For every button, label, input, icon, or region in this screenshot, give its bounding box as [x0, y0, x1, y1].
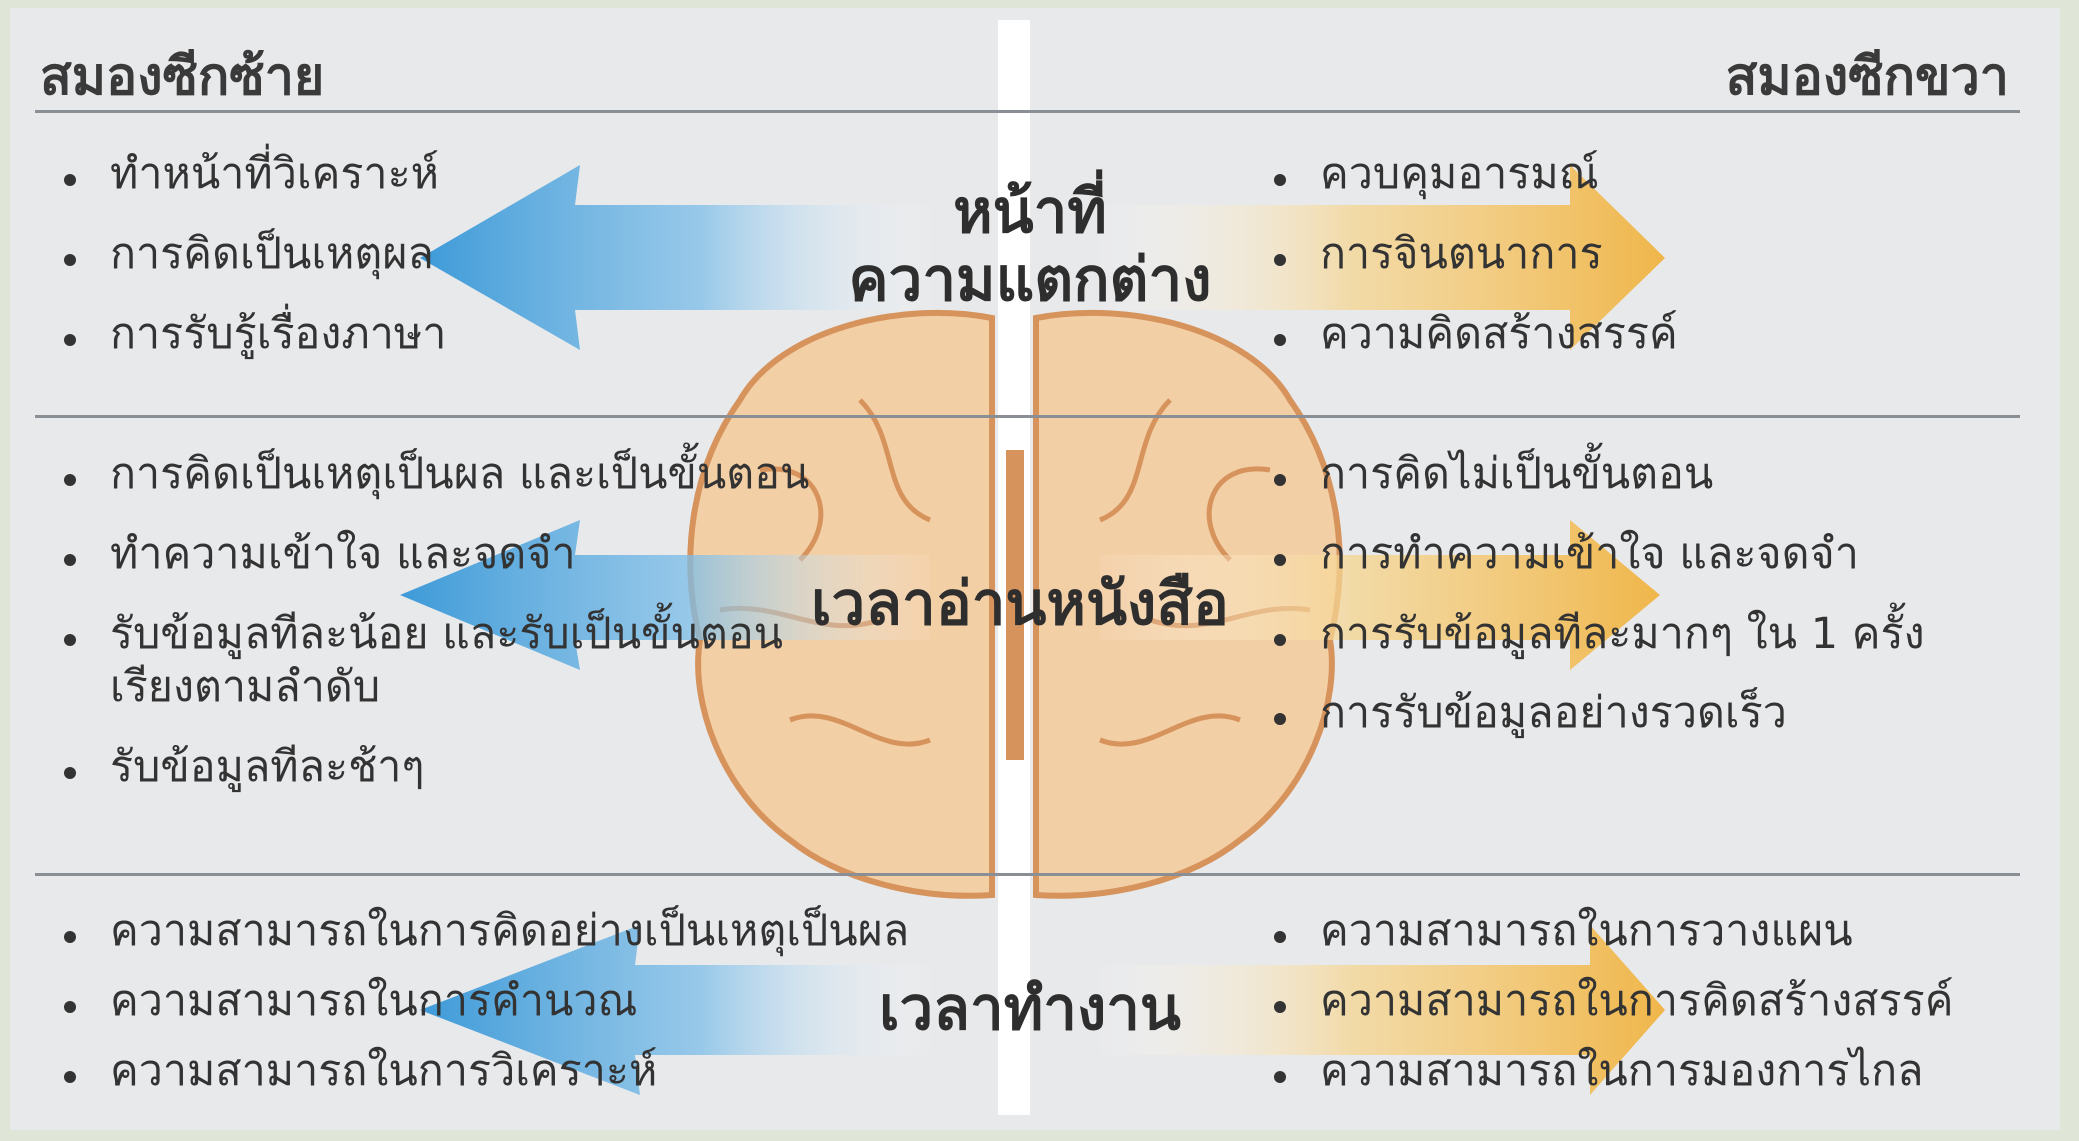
section-divider-2 [35, 873, 2020, 876]
left-hemisphere-title: สมองซีกซ้าย [40, 47, 325, 107]
list-item: ความสามารถในการมองการไกล [1272, 1045, 2032, 1099]
right-hemisphere-title: สมองซีกขวา [1725, 47, 2009, 107]
center-divider-mark [1006, 450, 1024, 760]
list-item: การทำความเข้าใจ และจดจำ [1272, 528, 2032, 582]
right-list-reading: การคิดไม่เป็นขั้นตอน การทำความเข้าใจ และ… [1272, 448, 2032, 767]
right-arrow-working [1100, 925, 1665, 1095]
list-item: รับข้อมูลทีละน้อย และรับเป็นขั้นตอน เรีย… [62, 608, 870, 716]
list-item: ความสามารถในการคิดอย่างเป็นเหตุเป็นผล [62, 905, 1002, 959]
list-item: ทำความเข้าใจ และจดจำ [62, 528, 942, 582]
left-list-working: ความสามารถในการคิดอย่างเป็นเหตุเป็นผล คว… [62, 905, 1002, 1098]
list-item: ทำหน้าที่วิเคราะห์ [62, 148, 962, 202]
list-item: การคิดไม่เป็นขั้นตอน [1272, 448, 2032, 502]
list-item: การรับรู้เรื่องภาษา [62, 308, 962, 362]
section-label-functions: หน้าที่ ความแตกต่าง [820, 178, 1240, 314]
arrows [400, 165, 1665, 1095]
list-item: ความสามารถในการคิดสร้างสรรค์ [1272, 975, 2032, 1029]
list-item: การรับข้อมูลทีละมากๆ ใน 1 ครั้ง [1272, 608, 2032, 662]
section-divider-1 [35, 415, 2020, 418]
left-arrow-reading [400, 520, 930, 670]
right-arrow-reading [1100, 520, 1660, 670]
header-divider [35, 110, 2020, 113]
section-label-reading: เวลาอ่านหนังสือ [760, 570, 1280, 638]
left-list-reading: การคิดเป็นเหตุเป็นผล และเป็นขั้นตอน ทำคว… [62, 448, 942, 821]
left-arrow-functions [420, 165, 930, 350]
list-item: การคิดเป็นเหตุเป็นผล และเป็นขั้นตอน [62, 448, 942, 502]
right-list-working: ความสามารถในการวางแผน ความสามารถในการคิด… [1272, 905, 2032, 1098]
list-item: ความสามารถในการวางแผน [1272, 905, 2032, 959]
list-item: ความสามารถในการคำนวณ [62, 975, 1002, 1029]
left-list-functions: ทำหน้าที่วิเคราะห์ การคิดเป็นเหตุผล การร… [62, 148, 962, 387]
section-label-line: ความแตกต่าง [848, 245, 1212, 315]
list-item: ควบคุมอารมณ์ [1272, 148, 2032, 202]
right-list-functions: ควบคุมอารมณ์ การจินตนาการ ความคิดสร้างสร… [1272, 148, 2032, 387]
section-label-line: หน้าที่ [953, 177, 1107, 247]
section-label-line: เวลาอ่านหนังสือ [811, 569, 1229, 639]
list-item: การจินตนาการ [1272, 228, 2032, 282]
section-label-working: เวลาทำงาน [820, 975, 1240, 1043]
list-item: การรับข้อมูลอย่างรวดเร็ว [1272, 687, 2032, 741]
right-arrow-functions [1100, 165, 1665, 350]
list-item: รับข้อมูลทีละช้าๆ [62, 741, 942, 795]
section-label-line: เวลาทำงาน [879, 974, 1181, 1044]
list-item: ความคิดสร้างสรรค์ [1272, 308, 2032, 362]
list-item: การคิดเป็นเหตุผล [62, 228, 962, 282]
list-item: ความสามารถในการวิเคราะห์ [62, 1045, 1002, 1099]
left-arrow-working [420, 925, 930, 1095]
